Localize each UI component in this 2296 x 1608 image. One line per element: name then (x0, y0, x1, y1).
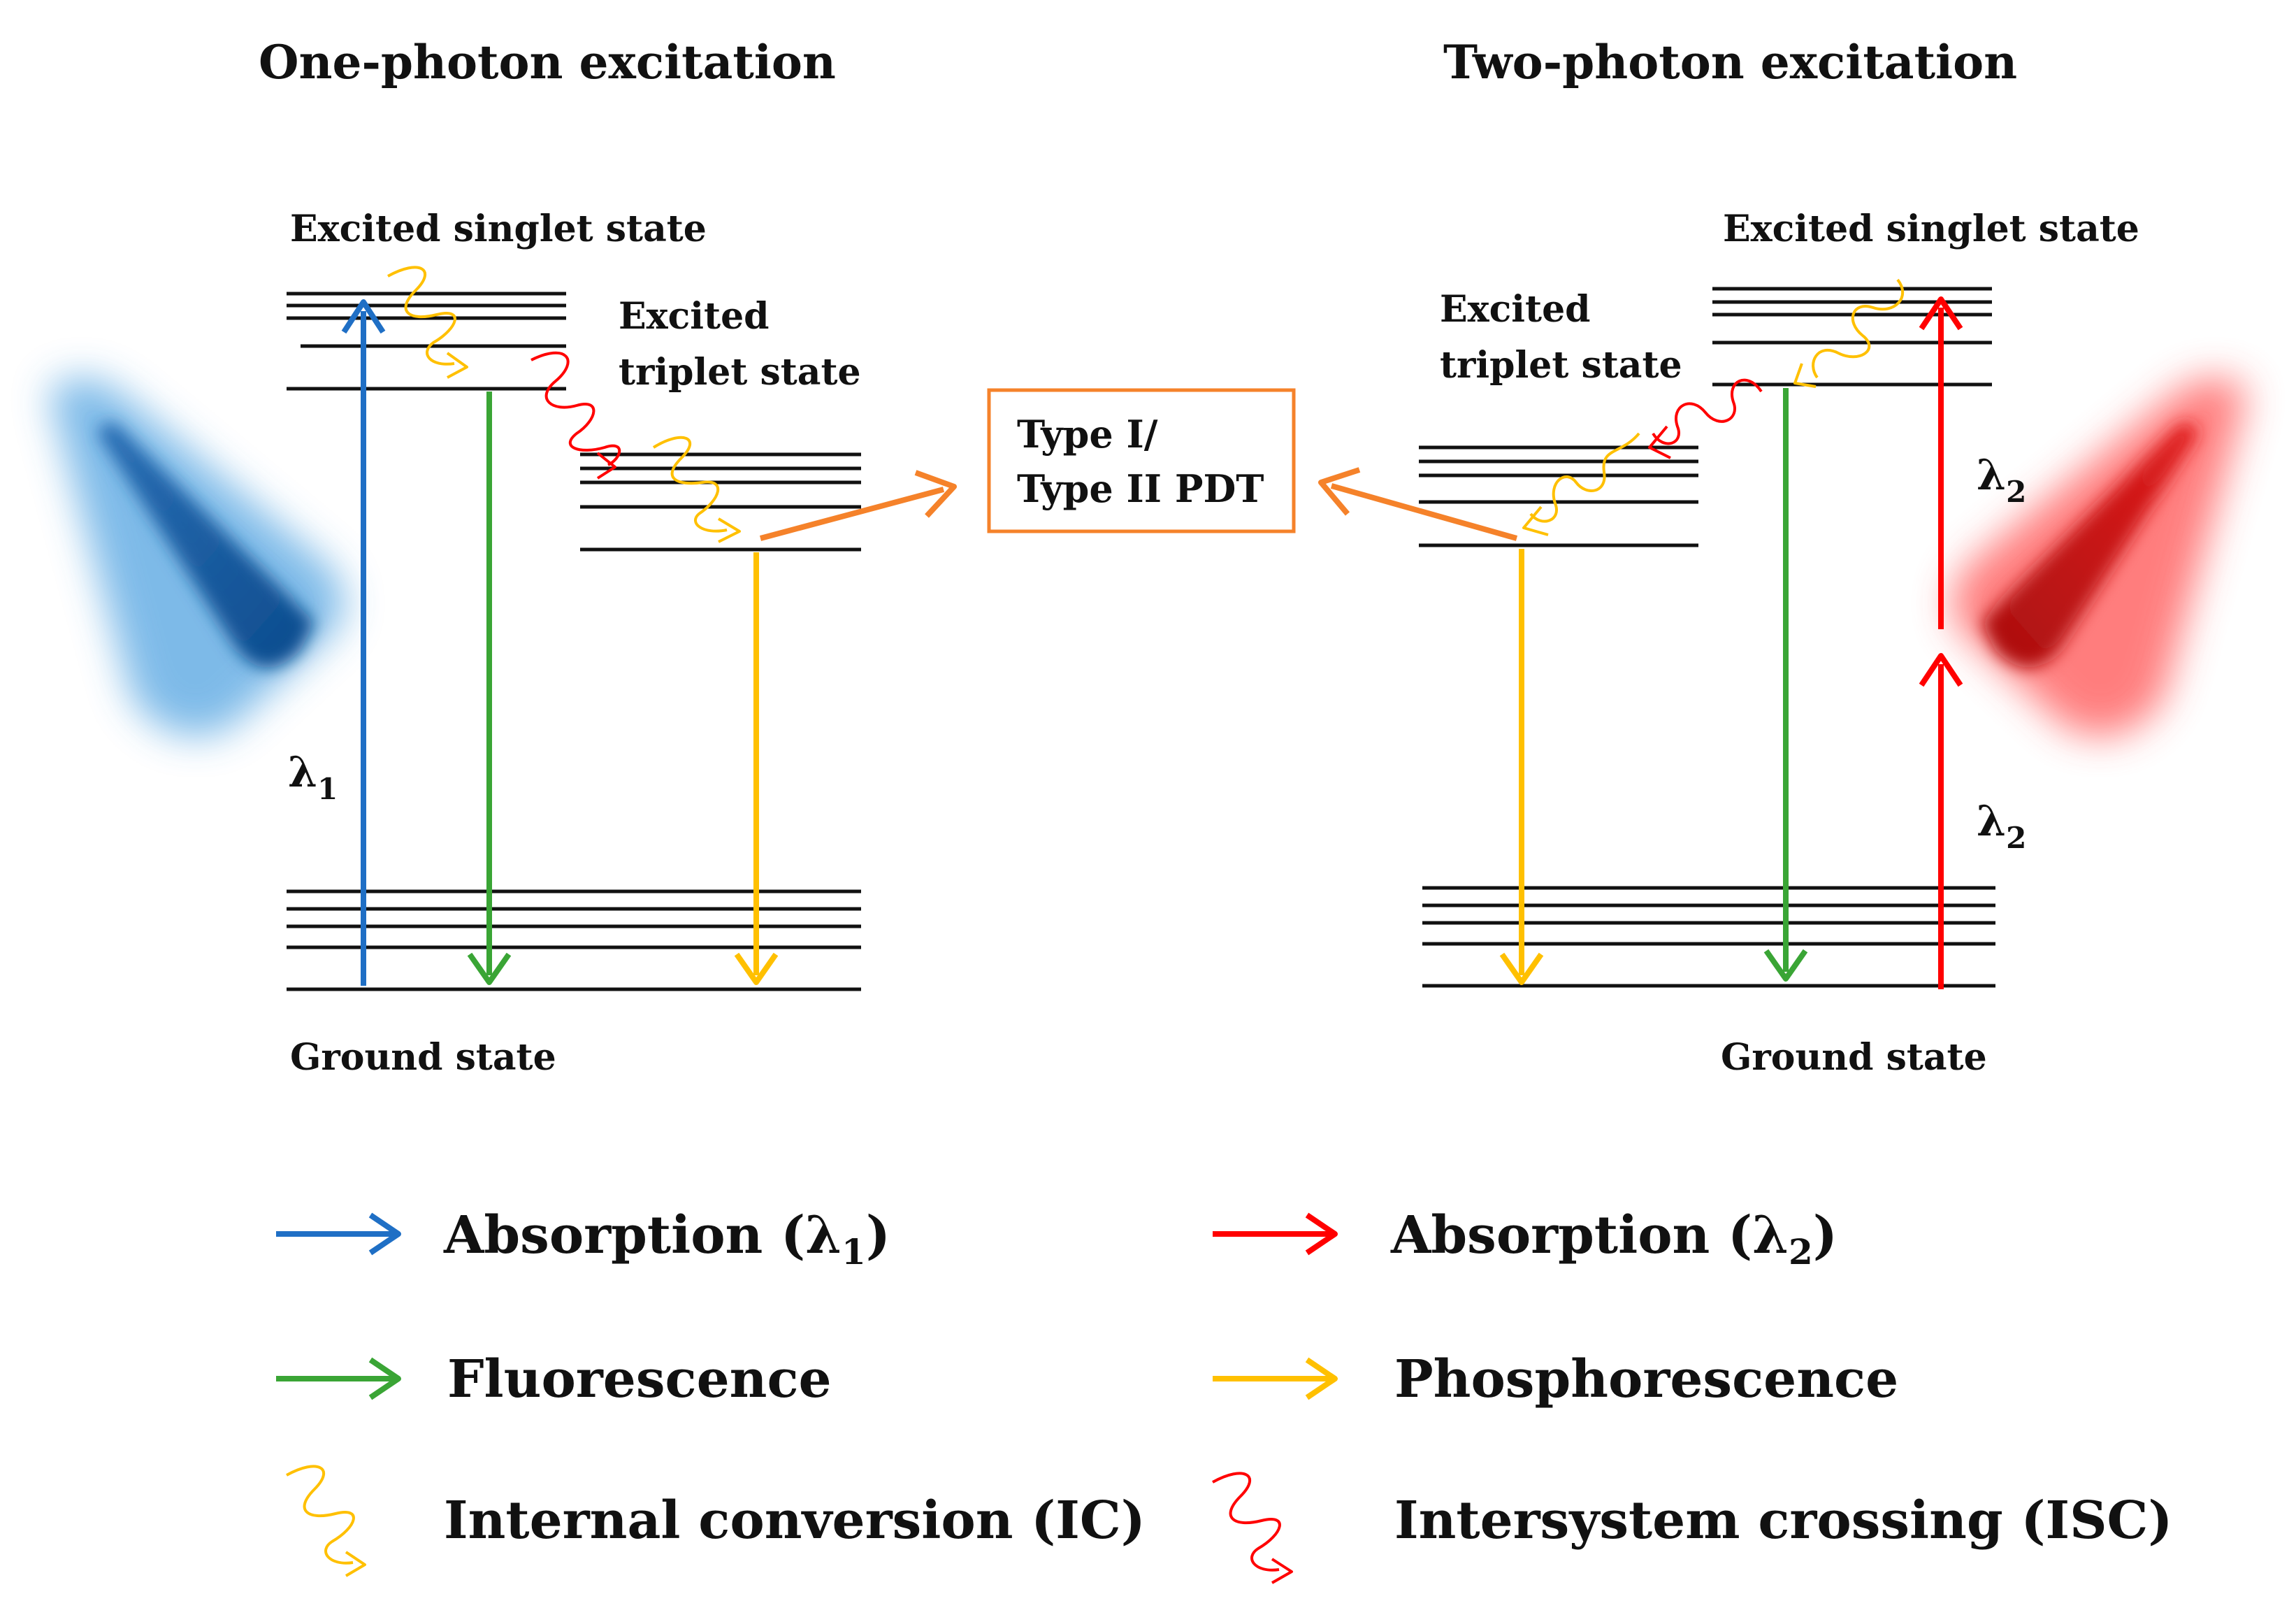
right-fluorescence-arrow (1763, 388, 1808, 982)
left-singlet-label: Excited singlet state (290, 208, 707, 250)
right-triplet-label-2: triplet state (1440, 344, 1682, 387)
left-ground-label: Ground state (290, 1036, 556, 1079)
right-isc-squiggle (1648, 378, 1763, 459)
right-pdt-arrow (1318, 467, 1518, 541)
legend: Absorption (λ1) Absorption (λ2) Fluoresc… (276, 1205, 2172, 1584)
left-singlet-levels (287, 292, 566, 391)
left-ic-squiggle-singlet (387, 266, 468, 379)
right-ground-label: Ground state (1721, 1036, 1987, 1079)
left-triplet-label-2: triplet state (619, 351, 861, 394)
lambda-2-lower-label: λ2 (1977, 797, 2026, 855)
left-ic-squiggle-triplet (652, 436, 741, 543)
title-one-photon: One-photon excitation (259, 35, 836, 89)
lambda-1-label: λ1 (288, 748, 338, 806)
legend-absorption-2-icon (1213, 1212, 1338, 1256)
left-isc-squiggle (530, 351, 621, 480)
pdt-box-line2: Type II PDT (1017, 466, 1264, 511)
right-singlet-levels (1712, 287, 1992, 387)
legend-fluorescence-label: Fluorescence (447, 1349, 832, 1409)
blue-light-beam-icon (49, 378, 345, 737)
legend-isc-squiggle-icon (1212, 1472, 1293, 1584)
left-triplet-levels (580, 452, 861, 552)
left-pdt-arrow (759, 470, 957, 541)
pdt-box: Type I/ Type II PDT (987, 388, 1296, 533)
left-triplet-label-1: Excited (619, 295, 770, 338)
red-light-beam-icon (1951, 378, 2247, 737)
left-absorption-arrow (341, 299, 386, 986)
legend-isc-label: Intersystem crossing (ISC) (1394, 1491, 2172, 1551)
legend-absorption-1-label: Absorption (λ1) (443, 1205, 890, 1272)
legend-absorption-2-label: Absorption (λ2) (1390, 1205, 1837, 1272)
right-singlet-label: Excited singlet state (1723, 208, 2139, 250)
right-ground-levels (1422, 886, 1995, 988)
left-fluorescence-arrow (467, 392, 512, 985)
legend-ic-label: Internal conversion (IC) (444, 1491, 1146, 1551)
right-ic-squiggle-triplet (1522, 432, 1640, 536)
legend-phosphorescence-icon (1213, 1357, 1338, 1400)
lambda-2-upper-label: λ2 (1977, 451, 2026, 509)
legend-fluorescence-icon (276, 1357, 401, 1400)
right-triplet-label-1: Excited (1440, 288, 1591, 331)
legend-ic-squiggle-icon (286, 1465, 366, 1577)
right-absorption-arrow-upper (1919, 296, 1963, 629)
right-phosphorescence-arrow (1499, 549, 1544, 985)
left-ground-levels (287, 889, 861, 991)
title-two-photon: Two-photon excitation (1443, 35, 2017, 89)
right-triplet-levels (1419, 445, 1698, 547)
left-phosphorescence-arrow (734, 552, 779, 985)
legend-phosphorescence-label: Phosphorescence (1394, 1349, 1898, 1409)
right-ic-squiggle-singlet (1793, 278, 1904, 388)
legend-absorption-1-icon (276, 1212, 401, 1256)
right-absorption-arrow-lower (1919, 653, 1963, 989)
pdt-box-line1: Type I/ (1017, 412, 1158, 457)
